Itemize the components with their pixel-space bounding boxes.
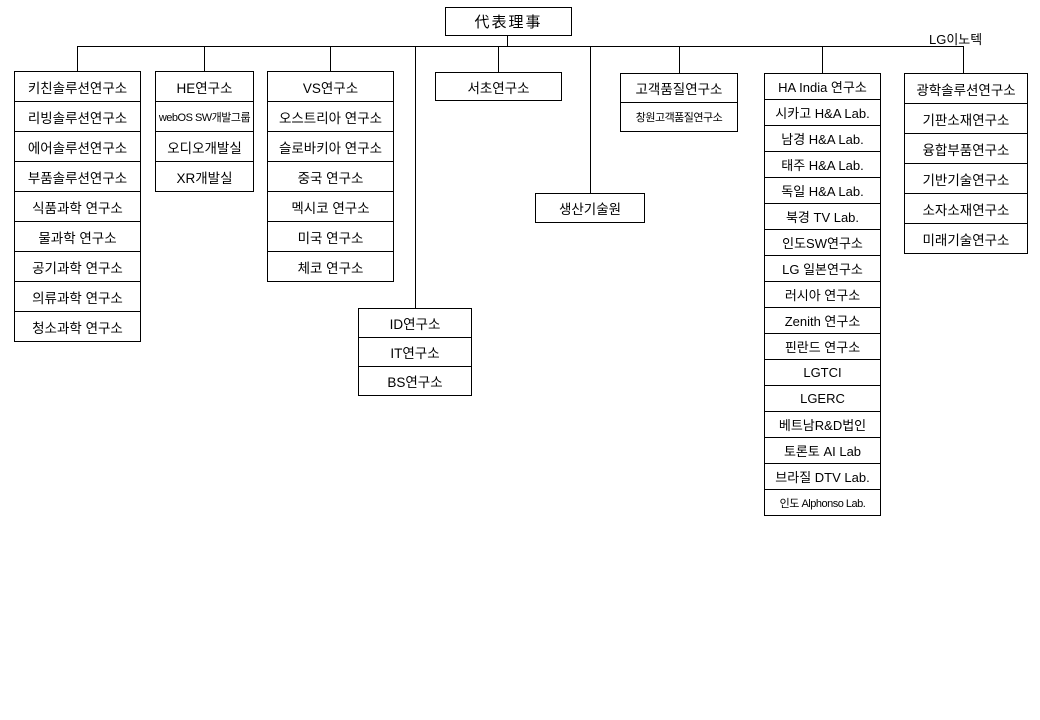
org-box: LG 일본연구소: [764, 255, 881, 282]
connector-drop-appliance: [77, 46, 78, 71]
org-box: 독일 H&A Lab.: [764, 177, 881, 204]
org-box: 청소과학 연구소: [14, 311, 141, 342]
org-box: ID연구소: [358, 308, 472, 338]
org-box: 기판소재연구소: [904, 103, 1028, 134]
org-box: Zenith 연구소: [764, 307, 881, 334]
org-box: LGERC: [764, 385, 881, 412]
org-box: 광학솔루션연구소: [904, 73, 1028, 104]
connector-drop-cto: [415, 46, 416, 308]
group-seocho-lab: 서초연구소: [435, 72, 562, 101]
org-box: 의류과학 연구소: [14, 281, 141, 312]
connector-drop-production: [590, 46, 591, 193]
group-production-tech: 생산기술원: [535, 193, 645, 223]
org-box: 핀란드 연구소: [764, 333, 881, 360]
org-box: VS연구소: [267, 71, 394, 102]
org-box: BS연구소: [358, 366, 472, 396]
org-box: 물과학 연구소: [14, 221, 141, 252]
org-box-ceo: 代表理事: [445, 7, 572, 36]
org-box: 고객품질연구소: [620, 73, 738, 103]
group-appliance-labs: 키친솔루션연구소 리빙솔루션연구소 에어솔루션연구소 부품솔루션연구소 식품과학…: [14, 71, 141, 342]
org-box: 에어솔루션연구소: [14, 131, 141, 162]
connector-drop-quality: [679, 46, 680, 73]
connector-main-horizontal: [77, 46, 964, 47]
org-box: 기반기술연구소: [904, 163, 1028, 194]
org-box: 인도 Alphonso Lab.: [764, 489, 881, 516]
group-cto-labs: ID연구소 IT연구소 BS연구소: [358, 308, 472, 396]
org-box: 시카고 H&A Lab.: [764, 99, 881, 126]
org-box: 생산기술원: [535, 193, 645, 223]
org-box: 키친솔루션연구소: [14, 71, 141, 102]
org-box: 남경 H&A Lab.: [764, 125, 881, 152]
org-box: 러시아 연구소: [764, 281, 881, 308]
connector-drop-vs: [330, 46, 331, 71]
connector-root-drop: [507, 36, 508, 46]
org-box: 인도SW연구소: [764, 229, 881, 256]
org-box: 부품솔루션연구소: [14, 161, 141, 192]
org-box: 소자소재연구소: [904, 193, 1028, 224]
org-box: 식품과학 연구소: [14, 191, 141, 222]
connector-drop-seocho: [498, 46, 499, 72]
group-overseas-labs: HA India 연구소 시카고 H&A Lab. 남경 H&A Lab. 태주…: [764, 73, 881, 516]
group-he-labs: HE연구소 webOS SW개발그룹 오디오개발실 XR개발실: [155, 71, 254, 192]
org-box: 슬로바키아 연구소: [267, 131, 394, 162]
lg-innotek-label: LG이노텍: [929, 32, 983, 47]
org-box: 서초연구소: [435, 72, 562, 101]
org-box: 오스트리아 연구소: [267, 101, 394, 132]
org-box: webOS SW개발그룹: [155, 101, 254, 132]
org-box: 미국 연구소: [267, 221, 394, 252]
group-innotek-labs: 광학솔루션연구소 기판소재연구소 융합부품연구소 기반기술연구소 소자소재연구소…: [904, 73, 1028, 254]
root-box-group: 代表理事: [445, 7, 572, 36]
org-box: HE연구소: [155, 71, 254, 102]
org-box: 오디오개발실: [155, 131, 254, 162]
org-box: IT연구소: [358, 337, 472, 367]
connector-drop-innotek: [963, 46, 964, 73]
org-box: 브라질 DTV Lab.: [764, 463, 881, 490]
group-quality-labs: 고객품질연구소 창원고객품질연구소: [620, 73, 738, 132]
org-box: 미래기술연구소: [904, 223, 1028, 254]
org-box: 토론토 AI Lab: [764, 437, 881, 464]
org-box: HA India 연구소: [764, 73, 881, 100]
org-box: 멕시코 연구소: [267, 191, 394, 222]
group-vs-labs: VS연구소 오스트리아 연구소 슬로바키아 연구소 중국 연구소 멕시코 연구소…: [267, 71, 394, 282]
org-box: 북경 TV Lab.: [764, 203, 881, 230]
org-box: 창원고객품질연구소: [620, 102, 738, 132]
org-box: 융합부품연구소: [904, 133, 1028, 164]
connector-drop-he: [204, 46, 205, 71]
org-box: 베트남R&D법인: [764, 411, 881, 438]
org-box: 중국 연구소: [267, 161, 394, 192]
connector-drop-overseas: [822, 46, 823, 73]
org-box: 태주 H&A Lab.: [764, 151, 881, 178]
org-box: 리빙솔루션연구소: [14, 101, 141, 132]
org-box: 체코 연구소: [267, 251, 394, 282]
org-box: XR개발실: [155, 161, 254, 192]
org-box: 공기과학 연구소: [14, 251, 141, 282]
org-box: LGTCI: [764, 359, 881, 386]
